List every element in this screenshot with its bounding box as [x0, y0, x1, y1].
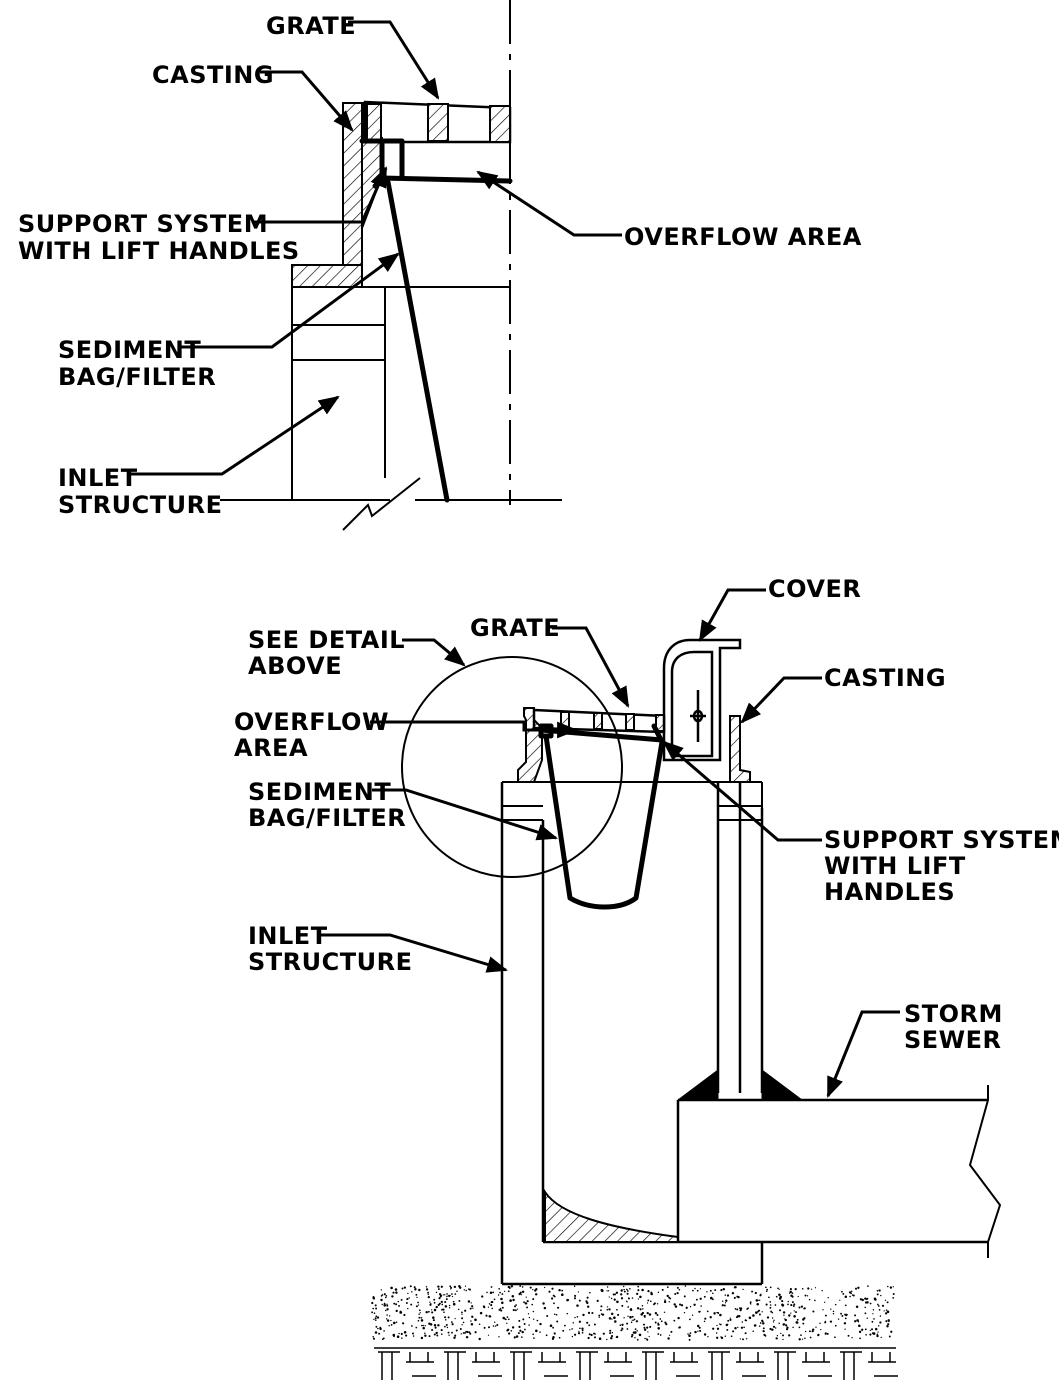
section-overflow-label-2: AREA: [234, 734, 308, 762]
subgrade-pattern: [374, 1347, 898, 1380]
section-casting: [517, 707, 751, 808]
section-support-label-3: HANDLES: [824, 878, 955, 906]
detail-sediment-label-2: BAG/FILTER: [58, 363, 216, 391]
section-inlet-label-2: STRUCTURE: [248, 948, 412, 976]
detail-sediment-bag: [385, 179, 450, 503]
detail-inlet-label-2: STRUCTURE: [58, 491, 222, 519]
detail-callout-circle: [401, 656, 623, 878]
section-support-label-2: WITH LIFT: [824, 852, 966, 880]
section-see-detail-label-2: ABOVE: [248, 652, 342, 680]
section-inlet-label-1: INLET: [248, 922, 328, 950]
section-support-label-1: SUPPORT SYSTEM: [824, 826, 1059, 854]
section-sediment-label-2: BAG/FILTER: [248, 804, 406, 832]
section-sediment-label-1: SEDIMENT: [248, 778, 391, 806]
section-cover-label: COVER: [768, 575, 861, 603]
storm-sewer-pipe: [676, 1069, 1002, 1258]
detail-support-label-1: SUPPORT SYSTEM: [18, 210, 268, 238]
section-storm-label-2: SEWER: [904, 1026, 1002, 1054]
detail-grate: [363, 100, 512, 144]
detail-casting-label: CASTING: [152, 61, 274, 89]
detail-sediment-label-1: SEDIMENT: [58, 336, 201, 364]
detail-view: GRATE CASTING SUPPORT SYSTEM WITH LIFT H…: [18, 0, 862, 531]
detail-overflow-label: OVERFLOW AREA: [624, 223, 862, 251]
section-grate-label: GRATE: [470, 614, 560, 642]
detail-grate-label: GRATE: [266, 12, 356, 40]
section-see-detail-label-1: SEE DETAIL: [248, 626, 405, 654]
section-overflow-label-1: OVERFLOW: [234, 708, 389, 736]
detail-leaders: [130, 20, 622, 476]
section-view: COVER GRATE SEE DETAIL ABOVE CASTING OVE…: [234, 575, 1059, 1380]
section-inlet-structure: [500, 781, 764, 1286]
section-cover: [662, 638, 742, 762]
section-casting-label: CASTING: [824, 664, 946, 692]
detail-support-label-2: WITH LIFT HANDLES: [18, 237, 300, 265]
section-sediment-bag: [543, 733, 665, 910]
section-leaders: [320, 588, 900, 1098]
gravel-base: [371, 1285, 895, 1341]
section-storm-label-1: STORM: [904, 1000, 1003, 1028]
detail-inlet-label-1: INLET: [58, 464, 138, 492]
